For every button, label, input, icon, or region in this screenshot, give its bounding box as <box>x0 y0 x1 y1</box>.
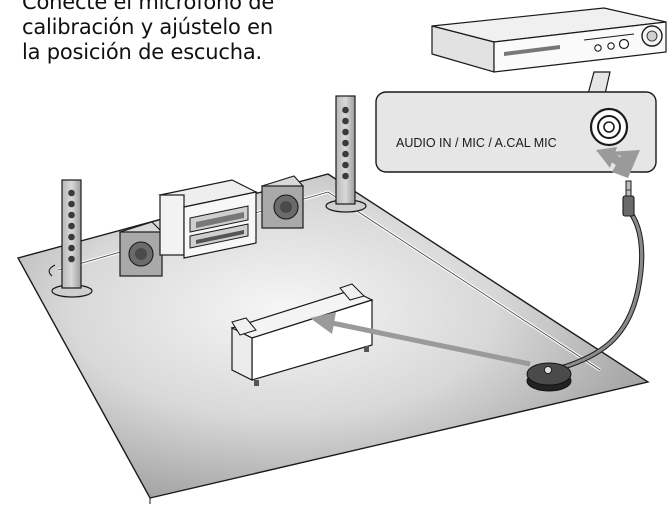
instruction-text: Conecte el micrófono de calibración y aj… <box>22 0 322 65</box>
jack-plug-icon <box>622 180 635 217</box>
instruction-line: Conecte el micrófono de <box>22 0 275 14</box>
front-right-speaker-icon <box>325 95 367 213</box>
tv-stand-icon <box>158 179 258 259</box>
jack-icon <box>589 107 629 147</box>
insert-arrow-icon <box>596 147 640 178</box>
av-receiver-icon <box>431 7 667 73</box>
front-left-speaker-icon <box>48 179 93 298</box>
microphone-icon <box>526 210 645 392</box>
arrow-icon <box>310 312 531 367</box>
jack-label: AUDIO IN / MIC / A.CAL MIC <box>396 136 557 150</box>
instruction-line: la posición de escucha. <box>22 40 262 64</box>
left-satellite-speaker-icon <box>118 221 164 277</box>
sofa-icon <box>230 283 374 386</box>
right-satellite-speaker-icon <box>261 175 304 229</box>
callout-box <box>375 71 657 173</box>
instruction-line: calibración y ajústelo en <box>22 15 273 39</box>
